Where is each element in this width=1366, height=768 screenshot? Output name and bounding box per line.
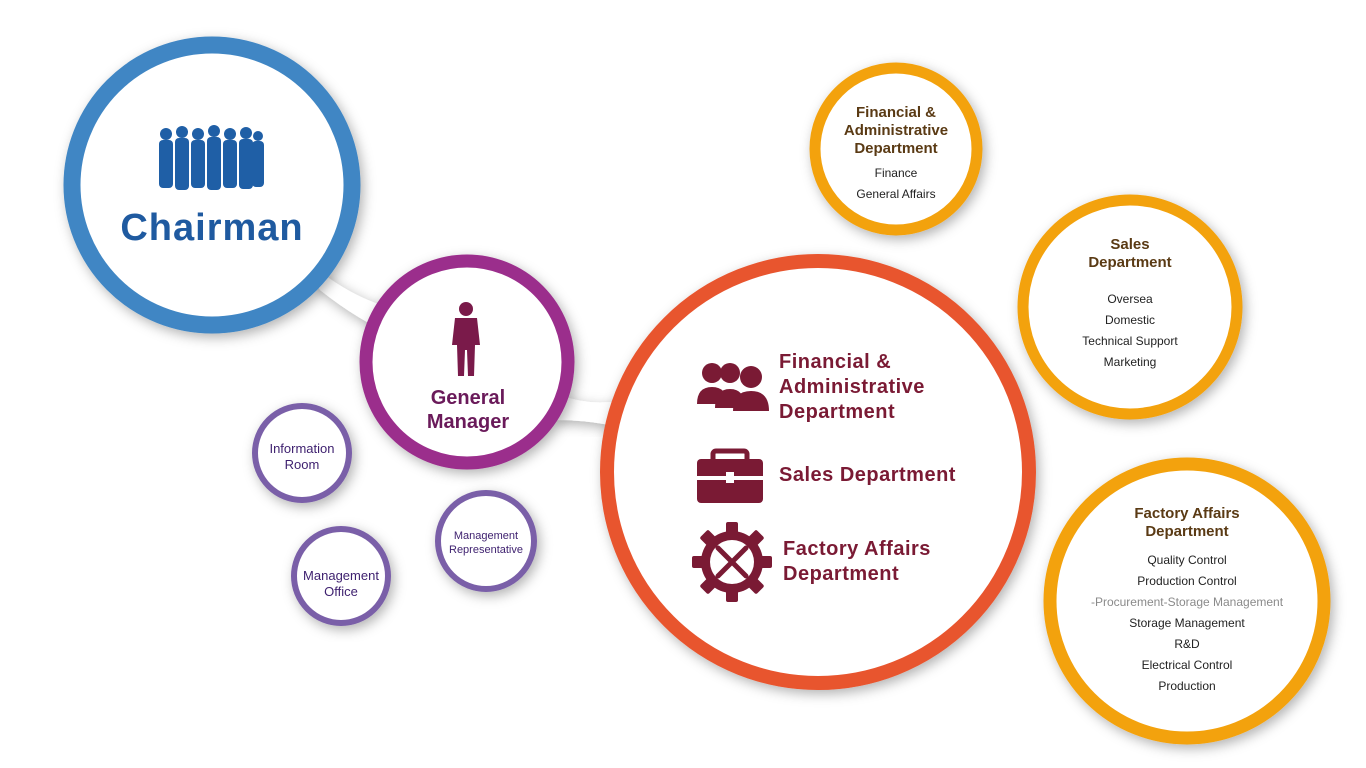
main-factory-dept-label: Factory Affairs Department [783,537,931,587]
general-manager-title: General Manager [398,386,538,434]
main-sales-dept-label: Sales Department [779,464,956,486]
management-office-label: Management Office [294,568,388,600]
sales-detail-title: Sales Department [1055,236,1205,272]
management-office-line1: Management [303,568,379,583]
main-factory-line1: Factory Affairs [783,538,931,560]
general-manager-node [359,254,575,470]
sales-detail-node [1017,194,1243,420]
information-room-node [252,403,352,503]
sales-title-line1: Sales [1110,236,1150,253]
list-item: Quality Control [1147,553,1227,567]
management-representative-node [435,490,537,592]
briefcase-icon [697,448,763,503]
gm-title-line2: Manager [426,411,510,433]
sales-detail-label: Sales Department Oversea Domestic Techni… [1055,236,1205,373]
factory-detail-title: Factory Affairs Department [1082,505,1292,541]
list-item: Production [1158,679,1216,693]
financial-detail-label: Financial & Administrative Department Fi… [821,104,971,205]
people-group-icon [159,125,264,190]
list-item: Finance [874,166,918,180]
management-representative-line1: Management [453,530,519,542]
gear-wrench-icon [692,522,772,602]
team-icon [697,363,769,411]
information-room-line2: Room [284,457,320,472]
main-financial-line1: Financial & [779,351,892,373]
management-office-node [291,526,391,626]
factory-detail-items: Quality Control Production Control -Proc… [1082,550,1292,697]
information-room-label: Information Room [255,441,349,473]
chairman-node [63,36,361,334]
factory-detail-node [1043,457,1331,745]
financial-detail-node [809,62,983,236]
list-item: Technical Support [1082,334,1178,348]
factory-title-line2: Department [1145,523,1229,540]
factory-detail-label: Factory Affairs Department Quality Contr… [1082,505,1292,697]
management-office-line2: Office [324,584,358,599]
financial-detail-title: Financial & Administrative Department [821,104,971,158]
person-suit-icon [452,302,480,376]
list-item: General Affairs [856,187,936,201]
list-item: Electrical Control [1141,658,1233,672]
main-factory-line2: Department [783,563,900,585]
sales-title-line2: Department [1088,254,1172,271]
financial-title-line1: Financial & [855,104,937,121]
management-representative-line2: Representative [449,544,523,556]
financial-title-line3: Department [854,140,938,157]
main-financial-line2: Administrative [779,376,925,398]
financial-detail-items: Finance General Affairs [821,163,971,205]
financial-title-line2: Administrative [843,122,949,139]
list-item: -Procurement-Storage Management [1090,595,1284,609]
list-item: Domestic [1104,313,1155,327]
management-representative-label: Management Representative [438,529,534,557]
gm-title-line1: General [430,387,506,409]
chairman-title: Chairman [120,207,304,249]
list-item: Production Control [1137,574,1237,588]
sales-detail-items: Oversea Domestic Technical Support Marke… [1055,289,1205,373]
list-item: Marketing [1103,355,1157,369]
list-item: Oversea [1107,292,1153,306]
information-room-line1: Information [269,441,335,456]
list-item: Storage Management [1129,616,1245,630]
list-item: R&D [1174,637,1200,651]
factory-title-line1: Factory Affairs [1134,505,1240,522]
main-financial-dept-label: Financial & Administrative Department [779,350,925,425]
main-financial-line3: Department [779,401,896,423]
